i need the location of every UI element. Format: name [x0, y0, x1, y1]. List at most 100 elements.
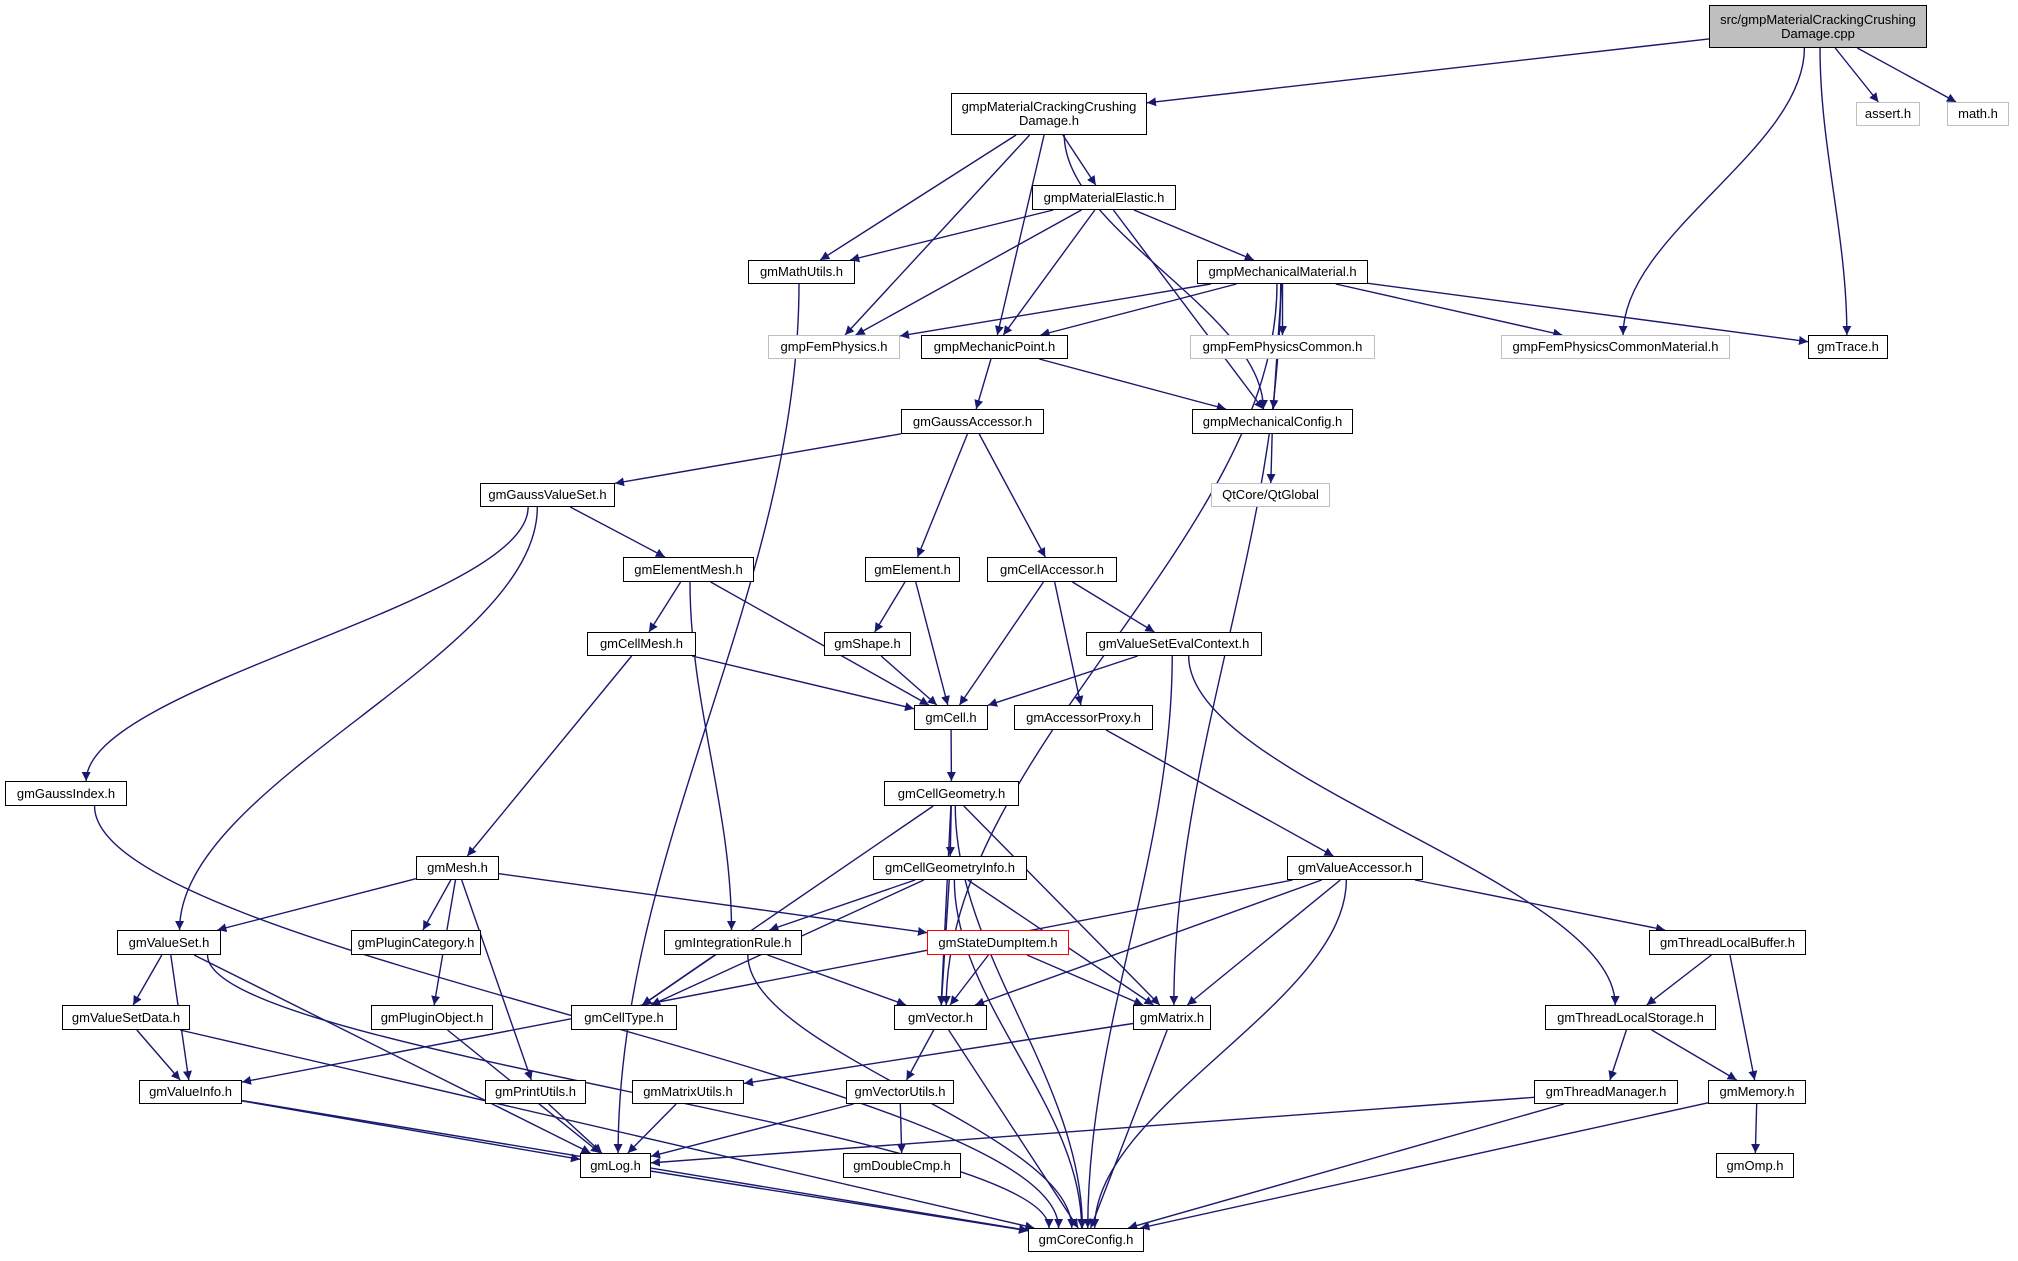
edge-mechmat-to-mechpoint: [1040, 283, 1237, 338]
node-label: gmCellAccessor.h: [999, 561, 1105, 577]
node-coreconfig[interactable]: gmCoreConfig.h: [1028, 1228, 1144, 1252]
node-label: gmTrace.h: [1817, 339, 1879, 354]
node-label: gmpMechanicPoint.h: [933, 339, 1056, 354]
edge-cellmesh-to-mesh: [466, 655, 633, 857]
node-cellacc[interactable]: gmCellAccessor.h: [987, 557, 1117, 582]
node-label: gmThreadManager.h: [1545, 1084, 1667, 1099]
node-threadmgr[interactable]: gmThreadManager.h: [1534, 1080, 1678, 1104]
node-vectorutils[interactable]: gmVectorUtils.h: [846, 1080, 954, 1104]
node-valueacc[interactable]: gmValueAccessor.h: [1287, 856, 1423, 880]
edge-elastic-to-mechconfig: [1112, 209, 1264, 410]
node-label: gmpFemPhysicsCommon.h: [1202, 339, 1363, 354]
edge-gaussvs-to-elemmesh: [569, 506, 666, 558]
edge-cellgeominfo-to-coreconfig: [953, 879, 1087, 1229]
node-root[interactable]: src/gmpMaterialCrackingCrushing Damage.c…: [1709, 5, 1927, 48]
edge-tlstorage-to-threadmgr: [1608, 1029, 1628, 1081]
node-femcommon[interactable]: gmpFemPhysicsCommon.h: [1190, 335, 1375, 359]
node-matrixutils[interactable]: gmMatrixUtils.h: [632, 1080, 744, 1104]
edge-gaussvs-to-gaussidx: [81, 506, 529, 782]
edge-elemmesh-to-intrule: [689, 581, 737, 931]
node-doublecmp[interactable]: gmDoubleCmp.h: [843, 1153, 961, 1178]
node-math[interactable]: math.h: [1947, 102, 2009, 126]
edge-root-to-femcommat: [1618, 47, 1806, 336]
edge-valueacc-to-tlbuffer: [1414, 879, 1666, 933]
node-pluginobj[interactable]: gmPluginObject.h: [371, 1005, 493, 1030]
node-label: gmpMechanicalConfig.h: [1202, 413, 1343, 429]
node-label: gmOmp.h: [1726, 1157, 1784, 1173]
node-elastic[interactable]: gmpMaterialElastic.h: [1032, 185, 1176, 210]
node-label: gmElement.h: [874, 561, 951, 577]
node-qtglobal[interactable]: QtCore/QtGlobal: [1211, 483, 1330, 507]
edge-vsdata-to-coreconfig: [179, 1029, 1035, 1231]
node-label: gmPrintUtils.h: [495, 1084, 576, 1099]
edge-memory-to-coreconfig: [1140, 1102, 1709, 1231]
edge-intrule-to-vector: [767, 954, 907, 1007]
node-label: gmValueSetData.h: [71, 1009, 181, 1025]
node-vector[interactable]: gmVector.h: [894, 1005, 987, 1030]
node-statedump[interactable]: gmStateDumpItem.h: [927, 930, 1069, 955]
edge-element-to-cell: [915, 581, 950, 706]
node-intrule[interactable]: gmIntegrationRule.h: [664, 930, 802, 955]
edge-valueacc-to-coreconfig: [1090, 879, 1348, 1229]
node-omp[interactable]: gmOmp.h: [1716, 1153, 1794, 1178]
node-gaussidx[interactable]: gmGaussIndex.h: [5, 781, 127, 806]
edge-valueset-to-log: [193, 954, 591, 1154]
node-shape[interactable]: gmShape.h: [824, 632, 911, 656]
node-element[interactable]: gmElement.h: [865, 557, 960, 582]
node-femcommat[interactable]: gmpFemPhysicsCommonMaterial.h: [1501, 335, 1730, 359]
node-printutils[interactable]: gmPrintUtils.h: [485, 1080, 586, 1104]
node-vsdata[interactable]: gmValueSetData.h: [62, 1005, 190, 1030]
node-crackh[interactable]: gmpMaterialCrackingCrushing Damage.h: [951, 93, 1147, 135]
node-label: gmCell.h: [925, 709, 977, 725]
edge-gaussacc-to-element: [916, 433, 969, 558]
node-cell[interactable]: gmCell.h: [914, 705, 988, 730]
edge-valueacc-to-matrix: [1186, 879, 1341, 1006]
node-vsevalctx[interactable]: gmValueSetEvalContext.h: [1086, 632, 1262, 656]
node-cellgeominfo[interactable]: gmCellGeometryInfo.h: [873, 856, 1027, 880]
node-cellgeom[interactable]: gmCellGeometry.h: [884, 781, 1019, 806]
node-label: gmCellMesh.h: [599, 636, 684, 651]
node-label: QtCore/QtGlobal: [1222, 487, 1319, 502]
node-mechpoint[interactable]: gmpMechanicPoint.h: [921, 335, 1068, 359]
edge-cellgeom-to-matrix: [963, 805, 1161, 1006]
node-femphys[interactable]: gmpFemPhysics.h: [768, 335, 900, 359]
node-mesh[interactable]: gmMesh.h: [416, 856, 499, 880]
node-mathutils[interactable]: gmMathUtils.h: [748, 260, 855, 284]
edge-threadmgr-to-log: [650, 1096, 1535, 1167]
edge-matrixutils-to-log: [627, 1103, 677, 1154]
edge-valueacc-to-vector: [974, 879, 1322, 1007]
edge-valueinfo-to-log: [241, 1100, 581, 1163]
edge-mechmat-to-trace: [1367, 282, 1809, 345]
node-assert[interactable]: assert.h: [1856, 102, 1920, 126]
node-label: gmLog.h: [590, 1157, 641, 1173]
node-tlstorage[interactable]: gmThreadLocalStorage.h: [1545, 1005, 1716, 1030]
node-label: gmMatrixUtils.h: [643, 1084, 733, 1099]
node-elemmesh[interactable]: gmElementMesh.h: [623, 557, 754, 582]
node-plugincat[interactable]: gmPluginCategory.h: [351, 930, 481, 955]
node-valueset[interactable]: gmValueSet.h: [117, 930, 221, 955]
node-memory[interactable]: gmMemory.h: [1708, 1080, 1806, 1104]
node-label: gmElementMesh.h: [634, 561, 743, 577]
edge-gaussvs-to-valueset: [175, 506, 539, 931]
node-celltype[interactable]: gmCellType.h: [571, 1005, 677, 1030]
node-gaussvs[interactable]: gmGaussValueSet.h: [480, 483, 615, 507]
edge-vsevalctx-to-cell: [987, 655, 1138, 707]
node-label: gmVector.h: [907, 1009, 974, 1025]
node-log[interactable]: gmLog.h: [580, 1153, 651, 1178]
node-mechmat[interactable]: gmpMechanicalMaterial.h: [1197, 260, 1368, 284]
node-matrix[interactable]: gmMatrix.h: [1133, 1005, 1211, 1030]
edge-gaussacc-to-gaussvs: [614, 433, 902, 487]
node-gaussacc[interactable]: gmGaussAccessor.h: [901, 409, 1044, 434]
node-tlbuffer[interactable]: gmThreadLocalBuffer.h: [1649, 930, 1806, 955]
edge-cellacc-to-cell: [958, 581, 1045, 706]
edge-vector-to-vectorutils: [905, 1029, 935, 1081]
edge-vectorutils-to-doublecmp: [896, 1103, 906, 1154]
node-label: math.h: [1958, 106, 1998, 121]
edge-tlbuffer-to-tlstorage: [1646, 954, 1712, 1006]
node-mechconfig[interactable]: gmpMechanicalConfig.h: [1192, 409, 1353, 434]
node-valueinfo[interactable]: gmValueInfo.h: [139, 1080, 242, 1104]
node-cellmesh[interactable]: gmCellMesh.h: [587, 632, 696, 656]
node-trace[interactable]: gmTrace.h: [1808, 335, 1888, 359]
edge-cellacc-to-vsevalctx: [1072, 581, 1155, 633]
node-accproxy[interactable]: gmAccessorProxy.h: [1014, 705, 1153, 730]
